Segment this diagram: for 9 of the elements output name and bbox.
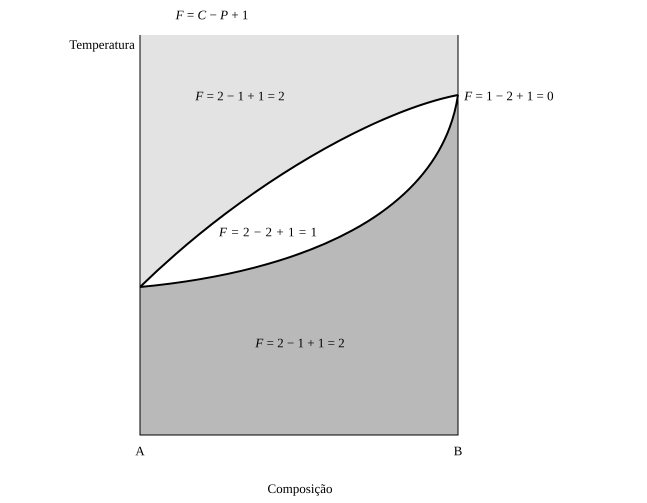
axis-label: Temperatura xyxy=(70,40,135,52)
axis-label: Composição xyxy=(268,484,332,496)
axis-end-label: B xyxy=(454,446,462,456)
formula-label: F = C − P + 1 xyxy=(176,10,248,20)
axis-end-label: A xyxy=(135,446,145,456)
region-label: F = 1 − 2 + 1 = 0 xyxy=(464,92,554,100)
region-label: F = 2 − 2 + 1 = 1 xyxy=(218,228,316,236)
region-label: F = 2 − 1 + 1 = 2 xyxy=(255,338,344,348)
region-label: F = 2 − 1 + 1 = 2 xyxy=(195,92,284,100)
